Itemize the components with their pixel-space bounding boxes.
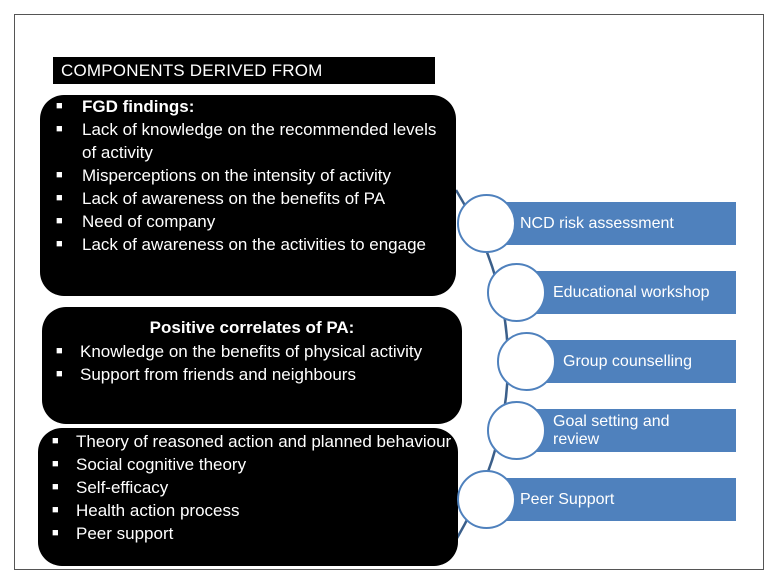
- step-group-counselling: Group counselling: [524, 340, 736, 383]
- theories-list: ■ Theory of reasoned action and planned …: [52, 430, 452, 545]
- step-label: Group counselling: [563, 352, 692, 370]
- list-item: ■ Lack of awareness on the activities to…: [56, 233, 451, 256]
- theory-item: Health action process: [76, 501, 240, 520]
- list-item: ■ FGD findings:: [56, 95, 451, 118]
- list-item: ■ Misperceptions on the intensity of act…: [56, 164, 451, 187]
- square-bullet-icon: ■: [52, 458, 59, 470]
- fgd-item: Lack of knowledge on the recommended lev…: [82, 120, 437, 162]
- theories-panel: ■ Theory of reasoned action and planned …: [38, 428, 458, 566]
- list-item: ■ Social cognitive theory: [52, 453, 452, 476]
- fgd-list: ■ FGD findings: ■ Lack of knowledge on t…: [56, 95, 451, 256]
- square-bullet-icon: ■: [56, 368, 63, 380]
- list-item: ■ Need of company: [56, 210, 451, 233]
- list-item: ■ Lack of knowledge on the recommended l…: [56, 118, 451, 164]
- correlates-list: ■ Knowledge on the benefits of physical …: [56, 340, 456, 386]
- fgd-item: Lack of awareness on the activities to e…: [82, 235, 426, 254]
- step-label: Goal setting and review: [553, 412, 670, 448]
- step-circle-2: [487, 263, 546, 322]
- step-circle-3: [497, 332, 556, 391]
- theory-item: Social cognitive theory: [76, 455, 247, 474]
- slide-frame: [14, 14, 764, 570]
- step-educational-workshop: Educational workshop: [514, 271, 736, 314]
- list-item: ■ Support from friends and neighbours: [56, 363, 456, 386]
- fgd-item: Need of company: [82, 212, 216, 231]
- fgd-item: Lack of awareness on the benefits of PA: [82, 189, 386, 208]
- components-title: COMPONENTS DERIVED FROM: [53, 57, 435, 84]
- theory-item: Peer support: [76, 524, 174, 543]
- square-bullet-icon: ■: [52, 435, 59, 447]
- correlates-heading: Positive correlates of PA:: [149, 318, 355, 337]
- list-item: ■ Peer support: [52, 522, 452, 545]
- step-circle-4: [487, 401, 546, 460]
- list-item: ■ Health action process: [52, 499, 452, 522]
- square-bullet-icon: ■: [56, 238, 63, 250]
- step-peer-support: Peer Support: [484, 478, 736, 521]
- step-circle-5: [457, 470, 516, 529]
- step-goal-setting: Goal setting and review: [514, 409, 736, 452]
- step-label: NCD risk assessment: [520, 214, 674, 232]
- square-bullet-icon: ■: [56, 345, 63, 357]
- square-bullet-icon: ■: [52, 504, 59, 516]
- step-label: Peer Support: [520, 490, 615, 508]
- fgd-findings-panel: ■ FGD findings: ■ Lack of knowledge on t…: [40, 95, 456, 296]
- theory-item: Self-efficacy: [76, 478, 169, 497]
- square-bullet-icon: ■: [56, 192, 63, 204]
- square-bullet-icon: ■: [52, 481, 59, 493]
- correlates-item: Knowledge on the benefits of physical ac…: [80, 342, 423, 361]
- square-bullet-icon: ■: [56, 123, 63, 135]
- theory-item: Theory of reasoned action and planned be…: [76, 432, 452, 451]
- fgd-heading: FGD findings:: [82, 97, 195, 116]
- step-label: Educational workshop: [553, 283, 710, 301]
- fgd-item: Misperceptions on the intensity of activ…: [82, 166, 391, 185]
- list-item: ■ Lack of awareness on the benefits of P…: [56, 187, 451, 210]
- step-circle-1: [457, 194, 516, 253]
- positive-correlates-panel: Positive correlates of PA: ■ Knowledge o…: [42, 307, 462, 424]
- square-bullet-icon: ■: [56, 215, 63, 227]
- square-bullet-icon: ■: [52, 527, 59, 539]
- square-bullet-icon: ■: [56, 100, 63, 112]
- square-bullet-icon: ■: [56, 169, 63, 181]
- step-ncd-risk-assessment: NCD risk assessment: [484, 202, 736, 245]
- correlates-item: Support from friends and neighbours: [80, 365, 356, 384]
- list-item: ■ Knowledge on the benefits of physical …: [56, 340, 456, 363]
- list-item: ■ Self-efficacy: [52, 476, 452, 499]
- list-item: ■ Theory of reasoned action and planned …: [52, 430, 452, 453]
